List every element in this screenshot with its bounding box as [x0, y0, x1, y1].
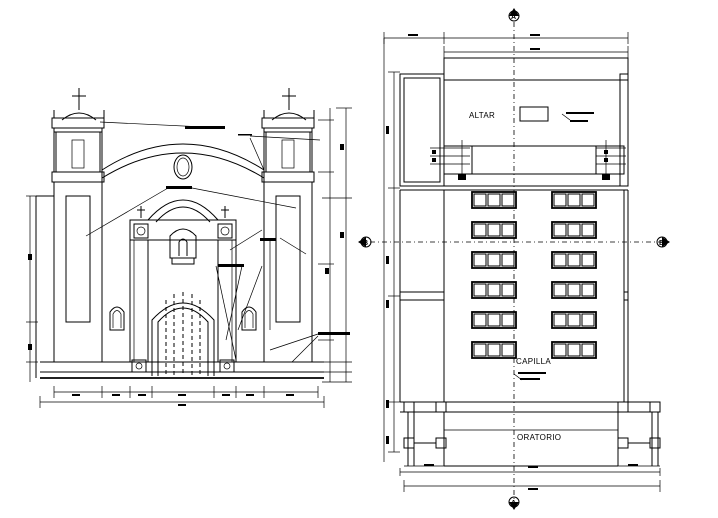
right-tower	[261, 110, 315, 363]
pew	[551, 221, 597, 239]
plan-left-dimensions	[383, 38, 400, 462]
room-label-altar: ALTAR	[469, 111, 495, 120]
pew	[551, 341, 597, 359]
niche	[169, 228, 197, 259]
svg-text:B: B	[363, 240, 368, 247]
left-tower-cross	[72, 88, 86, 110]
pew	[471, 191, 517, 209]
side-windows	[109, 306, 257, 331]
pews	[471, 191, 597, 359]
section-marker-b-right: B	[656, 236, 670, 248]
pew	[551, 191, 597, 209]
plan-bottom-dimensions	[399, 464, 661, 492]
right-tower-cross	[282, 88, 296, 110]
room-label-capilla: CAPILLA	[516, 357, 551, 366]
facade-elevation	[26, 88, 352, 408]
pew	[551, 251, 597, 269]
oratorio-porch: ORATORIO	[400, 401, 661, 467]
facade-annotations	[85, 121, 350, 363]
pew	[551, 311, 597, 329]
facade-dimensions	[26, 107, 352, 408]
pew	[471, 341, 517, 359]
pew	[471, 251, 517, 269]
section-marker-a-top: A	[508, 8, 520, 22]
pew	[471, 281, 517, 299]
main-door	[151, 292, 215, 376]
section-axes	[370, 22, 664, 500]
section-marker-b-left: B	[358, 236, 372, 248]
svg-text:B: B	[659, 240, 664, 247]
floor-plan: ALTAR	[358, 8, 670, 510]
svg-text:A: A	[511, 500, 516, 507]
altar-area: ALTAR	[399, 57, 629, 187]
section-marker-a-bottom: A	[508, 496, 520, 510]
facade-base	[35, 195, 324, 379]
left-tower	[51, 110, 105, 363]
svg-text:A: A	[511, 14, 516, 21]
central-gable	[101, 143, 265, 362]
oculus-window	[173, 154, 193, 180]
plan-top-dimensions	[383, 32, 629, 58]
room-label-oratorio: ORATORIO	[517, 433, 561, 442]
altar-table	[519, 106, 549, 122]
pew	[471, 311, 517, 329]
pew	[471, 221, 517, 239]
pew	[551, 281, 597, 299]
